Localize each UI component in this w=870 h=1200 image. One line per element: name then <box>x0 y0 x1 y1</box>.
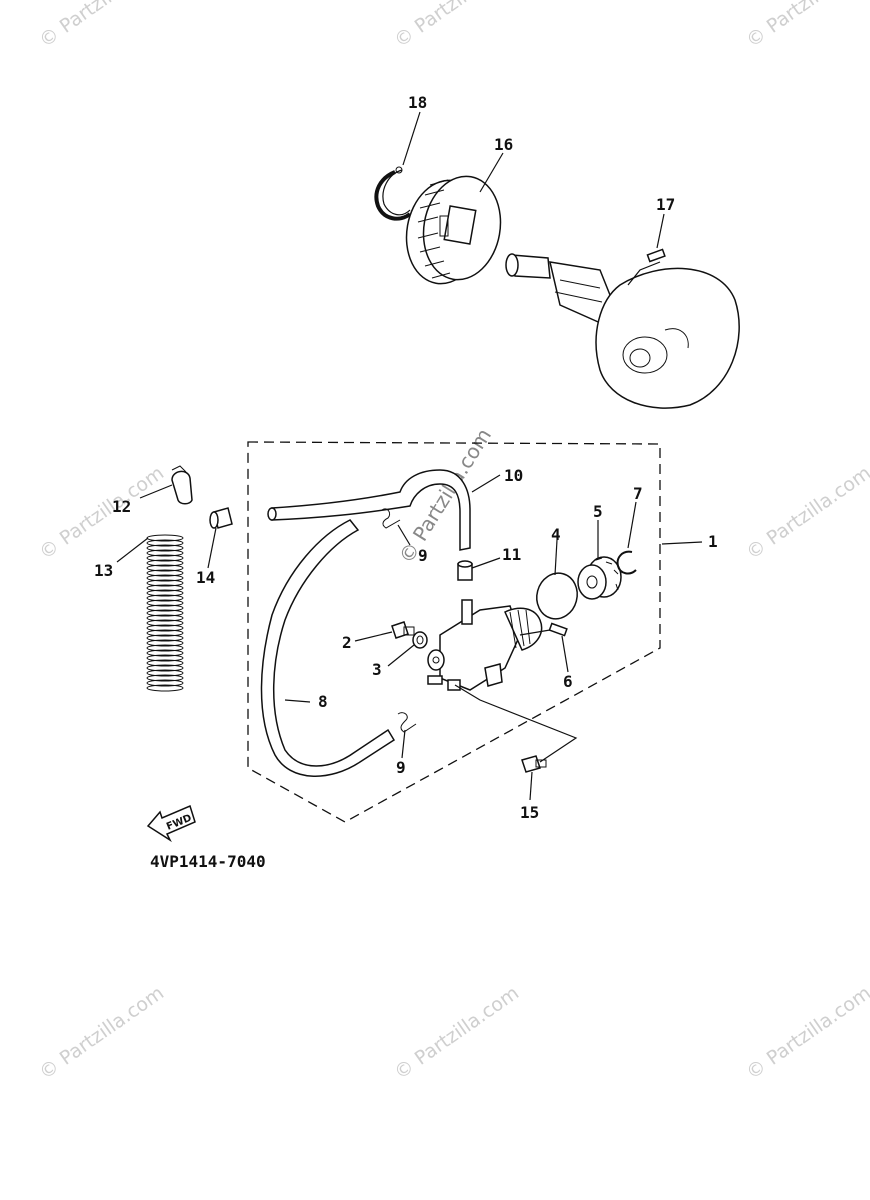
callout-11: 11 <box>502 545 521 564</box>
spring-coil <box>146 599 184 607</box>
spring-coil <box>146 574 184 582</box>
spring-coil <box>146 604 184 612</box>
part-clip <box>397 712 417 733</box>
part-hose-lower <box>260 519 396 777</box>
watermarks: © Partzilla.com © Partzilla.com © Partzi… <box>35 0 870 1084</box>
part-o-ring <box>536 572 578 620</box>
callout-15: 15 <box>520 803 539 822</box>
spring-coil <box>146 564 184 572</box>
spring-coil <box>146 634 184 642</box>
spring-coil <box>146 569 184 577</box>
spring-coil <box>146 594 184 602</box>
fwd-arrow: FWD <box>146 804 196 843</box>
callout-1: 1 <box>708 532 718 551</box>
spring-coil <box>146 589 184 597</box>
part-washer <box>412 631 428 649</box>
spring-coil <box>146 544 184 552</box>
spring-coil <box>146 664 184 672</box>
spring-coil <box>146 539 184 547</box>
part-circlip <box>374 166 412 221</box>
spring-coil <box>146 619 184 627</box>
spring-coil <box>146 669 184 677</box>
callout-13: 13 <box>94 561 113 580</box>
spring-coil <box>146 659 184 667</box>
spring-coil <box>146 614 184 622</box>
spring-coil <box>146 629 184 637</box>
callout-8: 8 <box>318 692 328 711</box>
callout-4: 4 <box>551 525 561 544</box>
spring-coil <box>146 644 184 652</box>
leader-lines <box>116 111 703 801</box>
part-bolt <box>391 621 415 639</box>
spring-coil <box>146 639 184 647</box>
callout-10: 10 <box>504 466 523 485</box>
callouts: 1 2 3 4 5 6 7 8 9 9 10 11 12 13 14 15 16… <box>94 93 718 822</box>
callout-18: 18 <box>408 93 427 112</box>
watermark: © Partzilla.com <box>35 0 168 52</box>
spring-coil <box>146 609 184 617</box>
part-pin <box>548 622 568 637</box>
spring-coil <box>146 559 184 567</box>
spring-coil <box>146 654 184 662</box>
callout-14: 14 <box>196 568 215 587</box>
part-hose-clamp <box>171 465 193 505</box>
watermark: © Partzilla.com <box>742 982 870 1084</box>
part-crankcase <box>595 267 740 409</box>
callout-16: 16 <box>494 135 513 154</box>
spring-coil <box>146 584 184 592</box>
part-oil-pump <box>427 599 543 691</box>
assembly-boundary <box>247 441 661 823</box>
spring-coil <box>146 679 184 687</box>
part-hose-upper <box>267 469 471 551</box>
callout-6: 6 <box>563 672 573 691</box>
spring-coil <box>146 579 184 587</box>
part-fitting <box>457 560 473 581</box>
callout-5: 5 <box>593 502 603 521</box>
callout-17: 17 <box>656 195 675 214</box>
spring-coil <box>146 674 184 682</box>
part-pulley <box>405 175 502 285</box>
spring-coil <box>146 649 184 657</box>
callout-9b: 9 <box>396 758 406 777</box>
callout-2: 2 <box>342 633 352 652</box>
callout-7: 7 <box>633 484 643 503</box>
part-sleeve <box>209 507 233 529</box>
diagram-code: 4VP1414-7040 <box>150 852 266 871</box>
watermark: © Partzilla.com <box>742 462 870 564</box>
watermark: © Partzilla.com <box>390 0 523 52</box>
part-clip <box>381 508 401 529</box>
spring-coil <box>146 534 184 542</box>
callout-3: 3 <box>372 660 382 679</box>
watermark: © Partzilla.com <box>390 982 523 1084</box>
part-spring <box>146 534 184 692</box>
watermark: © Partzilla.com <box>742 0 870 52</box>
spring-coil <box>146 554 184 562</box>
spring-coil <box>146 549 184 557</box>
callout-12: 12 <box>112 497 131 516</box>
part-crankshaft <box>505 248 666 327</box>
part-screw <box>521 755 547 773</box>
callout-9: 9 <box>418 546 428 565</box>
part-drive-gear <box>577 556 622 600</box>
spring-coil <box>146 684 184 692</box>
spring-coil <box>146 624 184 632</box>
part-circlip-small <box>616 550 637 575</box>
watermark: © Partzilla.com <box>35 982 168 1084</box>
